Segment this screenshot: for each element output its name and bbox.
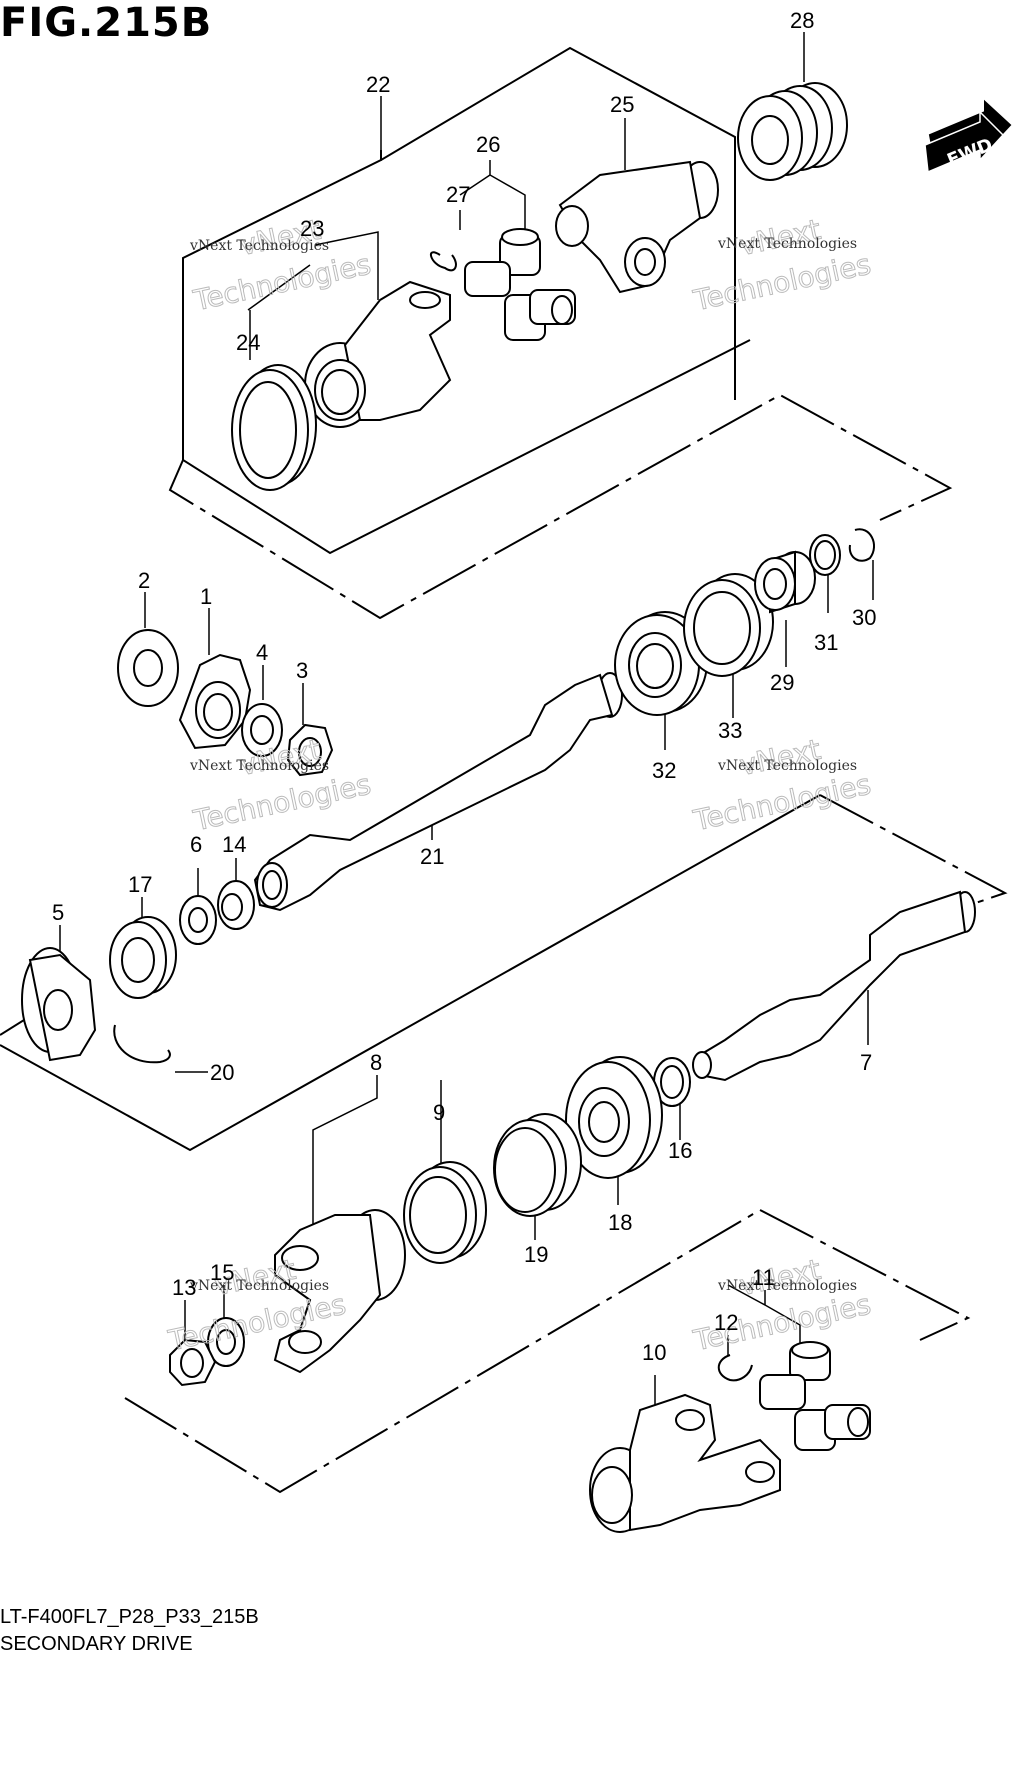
callout-labels: 1 2 3 4 5 6 7 8 9 10 11 12 13 14 15 16 1… [52, 8, 876, 1365]
svg-text:Technologies: Technologies [690, 248, 874, 318]
callout-12: 12 [714, 1310, 738, 1335]
part-18-bearing [565, 1056, 663, 1179]
part-13-nut [169, 1338, 217, 1387]
part-20-clip [113, 1024, 171, 1064]
part-19-seal [493, 1113, 582, 1217]
callout-4: 4 [256, 640, 268, 665]
svg-text:Technologies: Technologies [190, 248, 374, 318]
callout-3: 3 [296, 658, 308, 683]
callout-7: 7 [860, 1050, 872, 1075]
part-29-collar [754, 550, 816, 614]
box-lower [124, 1208, 971, 1494]
callout-8: 8 [370, 1050, 382, 1075]
part-32-bearing [614, 611, 708, 716]
callout-9: 9 [433, 1100, 445, 1125]
callout-26: 26 [476, 132, 500, 157]
part-9-seal [403, 1161, 487, 1264]
part-8-yoke [273, 1209, 406, 1374]
callout-24: 24 [236, 330, 260, 355]
fwd-direction-arrow: FWD [924, 99, 1012, 174]
part-6-washer [179, 895, 217, 945]
part-28-boot [737, 82, 848, 181]
svg-text:vNext Technologies: vNext Technologies [189, 1278, 329, 1294]
callout-29: 29 [770, 670, 794, 695]
part-23-yoke [304, 280, 452, 428]
figure-title: FIG.215B [0, 0, 213, 46]
callout-1: 1 [200, 584, 212, 609]
callout-23: 23 [300, 216, 324, 241]
part-12-clip [717, 1354, 753, 1382]
svg-text:vNext Technologies: vNext Technologies [189, 758, 329, 774]
part-33-seal [683, 573, 774, 677]
callout-11: 11 [752, 1265, 775, 1290]
callout-15: 15 [210, 1260, 234, 1285]
part-21-propeller-shaft [253, 672, 623, 912]
part-26-spider [464, 228, 576, 341]
svg-text:Technologies: Technologies [690, 768, 874, 838]
part-11-spider [759, 1341, 871, 1451]
watermark-1: Technologies vNext vNext Technologies [189, 212, 374, 318]
part-10-yoke [589, 1393, 781, 1533]
callout-28: 28 [790, 8, 814, 33]
part-27-clip [430, 251, 457, 272]
svg-text:vNext Technologies: vNext Technologies [717, 1278, 857, 1294]
part-1-bevel-gear [178, 653, 252, 750]
watermark-6: Technologies vNext vNext Technologies [689, 1252, 874, 1358]
callout-10: 10 [642, 1340, 666, 1365]
part-30-circlip [848, 528, 875, 562]
callout-17: 17 [128, 872, 152, 897]
callout-6: 6 [190, 832, 202, 857]
model-code: LT-F400FL7_P28_P33_215B [0, 1606, 259, 1628]
svg-text:vNext Technologies: vNext Technologies [189, 238, 329, 254]
part-17-bearing [109, 916, 177, 999]
part-16-ring [653, 1057, 691, 1107]
callout-16: 16 [668, 1138, 692, 1163]
part-5-bevel-gear [21, 947, 97, 1062]
callout-13: 13 [172, 1275, 196, 1300]
callout-22: 22 [366, 72, 390, 97]
callout-19: 19 [524, 1242, 548, 1267]
callout-32: 32 [652, 758, 676, 783]
callout-14: 14 [222, 832, 246, 857]
part-15-washer [207, 1317, 245, 1367]
part-31-ring [809, 534, 841, 576]
callout-5: 5 [52, 900, 64, 925]
part-4-washer [241, 703, 283, 757]
callout-25: 25 [610, 92, 634, 117]
section-name: SECONDARY DRIVE [0, 1633, 193, 1655]
svg-text:vNext Technologies: vNext Technologies [717, 236, 857, 252]
watermark-4: Technologies vNext vNext Technologies [689, 732, 874, 838]
callout-18: 18 [608, 1210, 632, 1235]
watermark-2: Technologies vNext vNext Technologies [689, 212, 874, 318]
svg-text:vNext Technologies: vNext Technologies [717, 758, 857, 774]
box-upper [168, 46, 953, 620]
leader-lines [59, 32, 874, 1420]
callout-31: 31 [814, 630, 838, 655]
part-24-ring [231, 364, 317, 491]
part-2-washer [117, 629, 179, 707]
svg-text:Technologies: Technologies [190, 768, 374, 838]
callout-20: 20 [210, 1060, 234, 1085]
callout-21: 21 [420, 844, 444, 869]
callout-30: 30 [852, 605, 876, 630]
callout-2: 2 [138, 568, 150, 593]
callout-27: 27 [446, 182, 470, 207]
callout-33: 33 [718, 718, 742, 743]
part-14-nut [217, 880, 255, 930]
part-7-drive-shaft [692, 890, 976, 1082]
watermark-3: Technologies vNext vNext Technologies [189, 732, 374, 838]
part-25-yoke [555, 160, 719, 294]
part-3-nut [286, 723, 334, 777]
